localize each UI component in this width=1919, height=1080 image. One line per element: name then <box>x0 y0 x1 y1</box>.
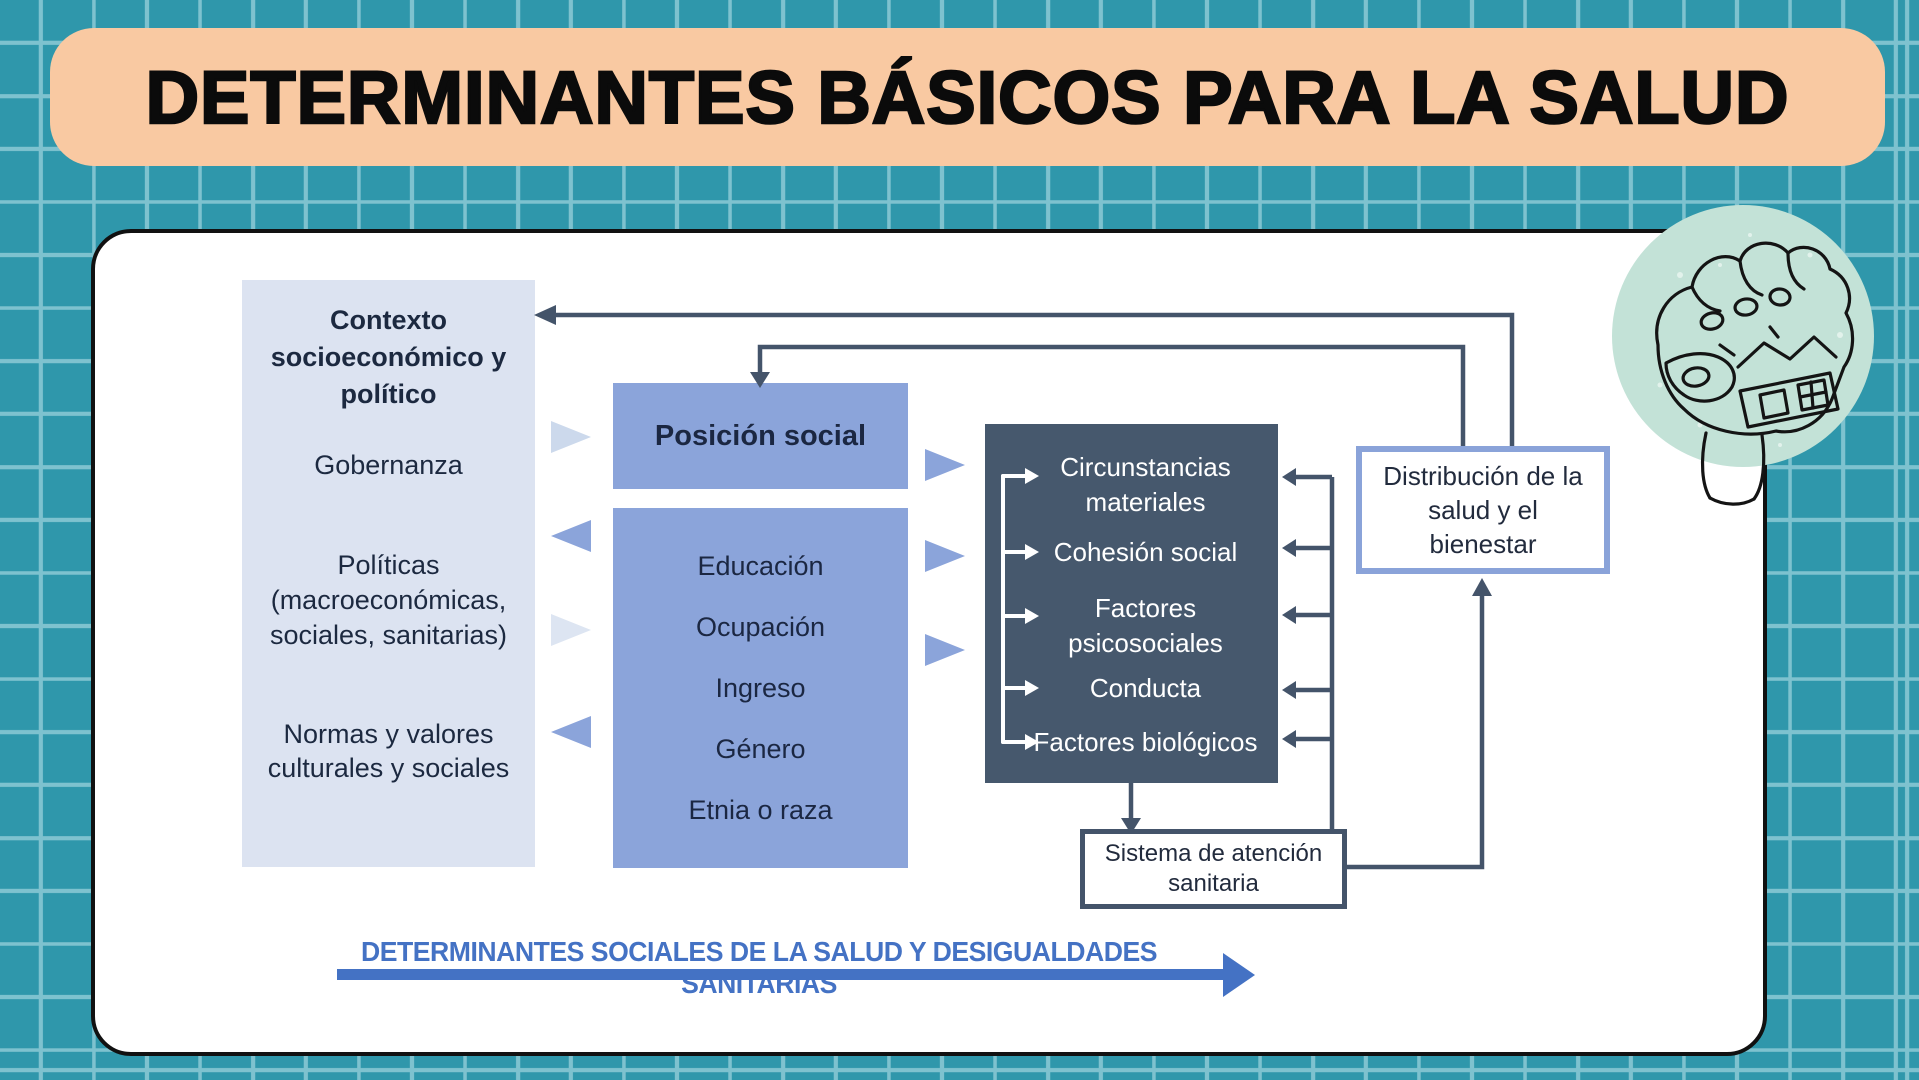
context-item-gobernanza: Gobernanza <box>314 450 463 480</box>
title-banner: DETERMINANTES BÁSICOS PARA LA SALUD <box>50 28 1885 166</box>
stratifier-etnia: Etnia o raza <box>688 795 833 825</box>
intermediary-determinants-box: Circunstancias materiales Cohesión socia… <box>985 424 1278 783</box>
stratifier-educacion: Educación <box>697 551 824 581</box>
health-system-label: Sistema de atención sanitaria <box>1104 840 1323 897</box>
health-distribution-label: Distribución de la salud y el bienestar <box>1383 461 1583 559</box>
context-item-politicas: Políticas (macroeconómicas, sociales, sa… <box>269 550 508 650</box>
context-box: Contexto socioeconómico y político Gober… <box>242 280 535 867</box>
arrow-right-light-2-icon <box>551 614 591 646</box>
bottom-arrow-shaft <box>337 969 1223 980</box>
arrow-left-blue-1-icon <box>551 520 591 552</box>
arrow-right-blue-2-icon <box>925 540 965 572</box>
health-system-box: Sistema de atención sanitaria <box>1080 829 1347 909</box>
stratifier-ocupacion: Ocupación <box>695 612 826 642</box>
item-factores-psicosociales: Factores psicosociales <box>1068 593 1223 658</box>
item-factores-biologicos: Factores biológicos <box>1033 727 1258 757</box>
context-heading: Contexto socioeconómico y político <box>270 305 507 409</box>
item-cohesion-social: Cohesión social <box>1053 537 1238 567</box>
arrow-right-blue-3-icon <box>925 634 965 666</box>
item-conducta: Conducta <box>1089 673 1202 703</box>
bottom-arrow-head-icon <box>1223 952 1255 997</box>
stratifier-ingreso: Ingreso <box>715 673 806 703</box>
arrow-right-light-1-icon <box>551 421 591 453</box>
page-title: DETERMINANTES BÁSICOS PARA LA SALUD <box>144 54 1790 140</box>
stratifiers-box: Educación Ocupación Ingreso Género Etnia… <box>613 508 908 868</box>
stratifier-genero: Género <box>715 734 806 764</box>
arrow-left-blue-2-icon <box>551 716 591 748</box>
arrow-right-blue-1-icon <box>925 449 965 481</box>
item-circunstancias-materiales: Circunstancias materiales <box>1060 452 1231 517</box>
health-distribution-box: Distribución de la salud y el bienestar <box>1356 446 1610 574</box>
context-item-normas: Normas y valores culturales y sociales <box>267 719 510 783</box>
bottom-axis-label: DETERMINANTES SOCIALES DE LA SALUD Y DES… <box>360 936 1158 999</box>
social-position-box: Posición social <box>613 383 908 489</box>
